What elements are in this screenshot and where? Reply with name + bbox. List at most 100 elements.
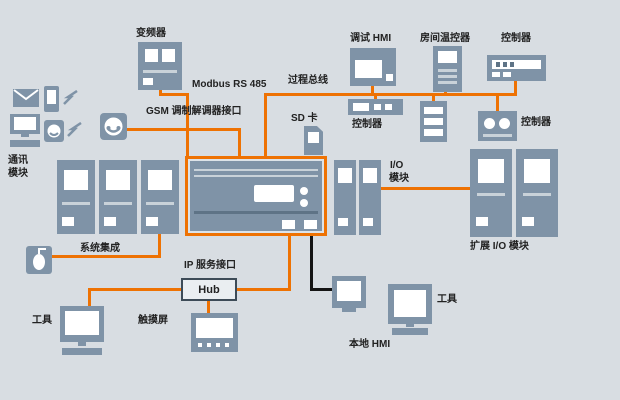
telephone-icon: [44, 120, 64, 142]
tools-computer-keyboard: [62, 348, 102, 355]
slot: [424, 118, 443, 125]
key: [207, 343, 211, 347]
key: [374, 104, 381, 110]
hub-to-touchscreen-line-v: [207, 300, 210, 314]
drive-slot: [162, 49, 175, 62]
label-room-thermostat: 房间温控器: [420, 33, 470, 44]
key: [386, 74, 393, 81]
process-bus-drop-main: [264, 93, 267, 156]
module-window: [148, 170, 172, 190]
system-integration-mouse-icon: [26, 246, 52, 274]
screen: [196, 318, 233, 338]
label-gsm-interface: GSM 调制解调器接口: [146, 106, 242, 117]
drop-module-mid: [432, 93, 435, 103]
gsm-modem-icon: [100, 113, 127, 140]
label-controller-mid: 控制器: [352, 119, 382, 130]
tools-computer-stand: [78, 342, 86, 346]
drop-thermostat: [444, 89, 447, 95]
label-expansion-io-module: 扩展 I/O 模块: [470, 241, 529, 252]
port: [304, 220, 317, 229]
module-window: [478, 159, 504, 183]
tools-right-keyboard: [392, 328, 428, 335]
tools-right-monitor: [388, 284, 432, 324]
main-to-hub-line-v: [288, 233, 291, 291]
email-icon: [13, 89, 39, 107]
sd-card-icon: [304, 126, 323, 155]
expansion-io-module: [470, 149, 512, 237]
key: [503, 72, 511, 77]
knob: [484, 118, 495, 129]
system-integration-line-h: [50, 255, 161, 258]
label-io-module-line1: I/O: [390, 160, 404, 171]
system-integration-line-v: [158, 230, 161, 258]
screen: [394, 290, 426, 317]
label-system-integration: 系统集成: [80, 243, 120, 254]
tools-computer-monitor: [60, 306, 104, 342]
label-tools-left: 工具: [32, 315, 52, 326]
label-ip-service-interface: IP 服务接口: [184, 260, 237, 271]
slot: [424, 129, 443, 136]
label-sd-card: SD 卡: [291, 113, 318, 124]
comm-module: [57, 160, 95, 234]
display: [438, 51, 457, 63]
local-hmi-panel: [332, 276, 366, 308]
groove: [194, 169, 318, 171]
tick: [503, 62, 507, 67]
main-to-hmi-line-v: [310, 233, 313, 291]
controller-mid-device: [348, 99, 403, 115]
vent: [146, 202, 174, 205]
local-hmi-panel-base: [342, 308, 356, 312]
module-window: [338, 168, 352, 183]
label-controller-top: 控制器: [501, 33, 531, 44]
sd-label-area: [308, 132, 319, 143]
gsm-line-h: [126, 128, 241, 131]
modbus-line-v2: [186, 93, 189, 156]
groove: [194, 211, 318, 214]
tools-right-stand: [406, 324, 414, 327]
label-tools-right: 工具: [437, 294, 457, 305]
wireless-zigzag-icon: [66, 121, 84, 138]
screen: [337, 281, 361, 301]
port: [476, 217, 488, 226]
io-module: [359, 160, 381, 235]
vent: [438, 75, 457, 78]
comm-module: [99, 160, 137, 234]
vent: [438, 81, 457, 84]
port: [282, 220, 295, 229]
module-window: [524, 159, 550, 183]
label-io-module-line2: 模块: [389, 173, 409, 184]
label-comm-module-line1: 通讯: [8, 155, 28, 166]
button: [300, 199, 308, 207]
drop-debug-hmi: [371, 84, 374, 95]
label-controller-right: 控制器: [521, 117, 551, 128]
screen: [65, 311, 99, 335]
slot: [492, 60, 541, 69]
module-window: [106, 170, 130, 190]
button: [300, 187, 308, 195]
io-expansion-line: [381, 187, 470, 190]
touchscreen-device: [191, 313, 238, 352]
port: [104, 217, 116, 226]
module-window: [64, 170, 88, 190]
expansion-io-module: [516, 149, 558, 237]
drop-controller-top: [514, 79, 517, 95]
hub-box: Hub: [181, 278, 237, 301]
modbus-line-v1: [159, 89, 162, 96]
drop-controller-mid: [374, 93, 377, 101]
port: [146, 217, 158, 226]
port: [522, 217, 534, 226]
main-to-hub-line-h: [237, 288, 291, 291]
comm-module: [141, 160, 179, 234]
tick: [496, 62, 500, 67]
controller-top-device: [487, 55, 546, 81]
drive-slot: [145, 49, 158, 62]
process-bus-line-h: [265, 93, 517, 96]
room-thermostat-device: [433, 46, 462, 92]
vent: [104, 202, 132, 205]
controller-right-device: [478, 111, 517, 141]
tick: [510, 62, 514, 67]
inverter-device: [138, 42, 182, 90]
port: [363, 218, 373, 226]
key: [385, 104, 392, 110]
